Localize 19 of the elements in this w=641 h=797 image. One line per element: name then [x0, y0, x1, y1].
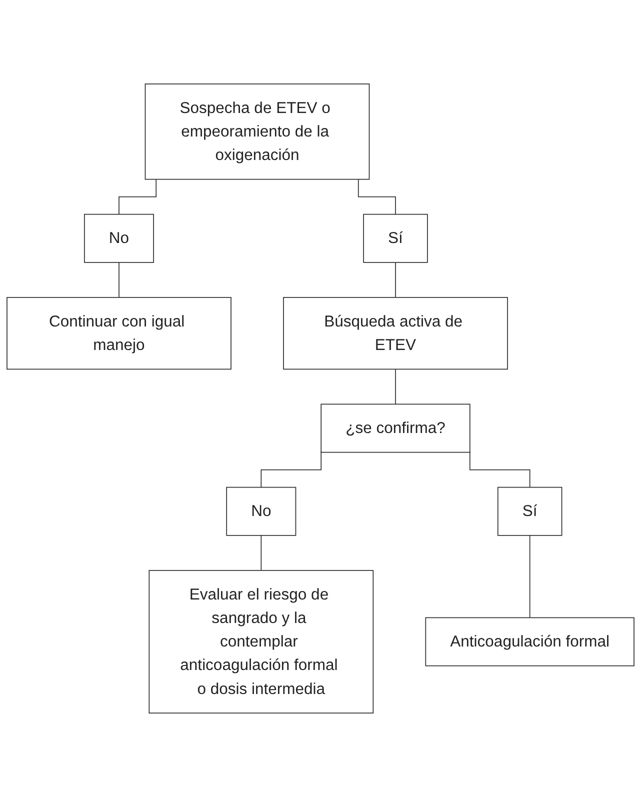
node-box: Sí [363, 214, 428, 263]
connector [260, 535, 262, 571]
node-box: Evaluar el riesgo de sangrado y la contemplar anticoagulación formal o dosis intermedia [148, 570, 374, 714]
connector [358, 178, 396, 215]
node-box: Anticoagulación formal [425, 617, 634, 666]
node-box: ¿se confirma? [320, 404, 470, 453]
connector [260, 450, 322, 488]
connector [395, 368, 396, 405]
node-box: Continuar con igual manejo [6, 297, 232, 370]
connector [395, 262, 396, 298]
connector [118, 178, 157, 215]
node-box: Búsqueda activa de ETEV [283, 297, 508, 370]
connector [118, 262, 120, 298]
node-box: No [84, 214, 154, 263]
connector [469, 450, 530, 488]
node-box: No [226, 486, 296, 536]
node-box: Sí [497, 486, 562, 536]
node-box: Sospecha de ETEV o empeoramiento de la oxigenación [144, 84, 370, 180]
connector [529, 535, 530, 618]
